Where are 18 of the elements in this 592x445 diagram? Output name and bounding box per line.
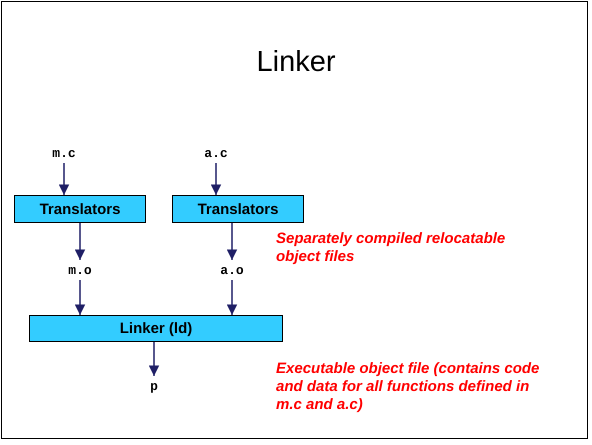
file-name: m.o xyxy=(60,260,100,280)
file-name: p xyxy=(144,376,164,396)
arrow xyxy=(148,342,160,376)
title: Linker xyxy=(256,46,336,79)
note: Separately compiled relocatable object files xyxy=(276,230,506,266)
arrow xyxy=(226,280,238,315)
process-box: Linker (ld) xyxy=(29,315,283,342)
arrow xyxy=(58,163,70,195)
note: Executable object file (contains code and data for all functions defined in m.c and a.c) xyxy=(276,360,540,414)
arrow xyxy=(74,280,86,315)
process-box: Translators xyxy=(14,195,146,223)
file-name: a.o xyxy=(212,260,252,280)
file-name: m.c xyxy=(44,143,84,163)
arrow xyxy=(74,223,86,260)
arrow xyxy=(226,223,238,260)
file-name: a.c xyxy=(196,143,236,163)
arrow xyxy=(210,163,222,195)
process-box: Translators xyxy=(172,195,304,223)
